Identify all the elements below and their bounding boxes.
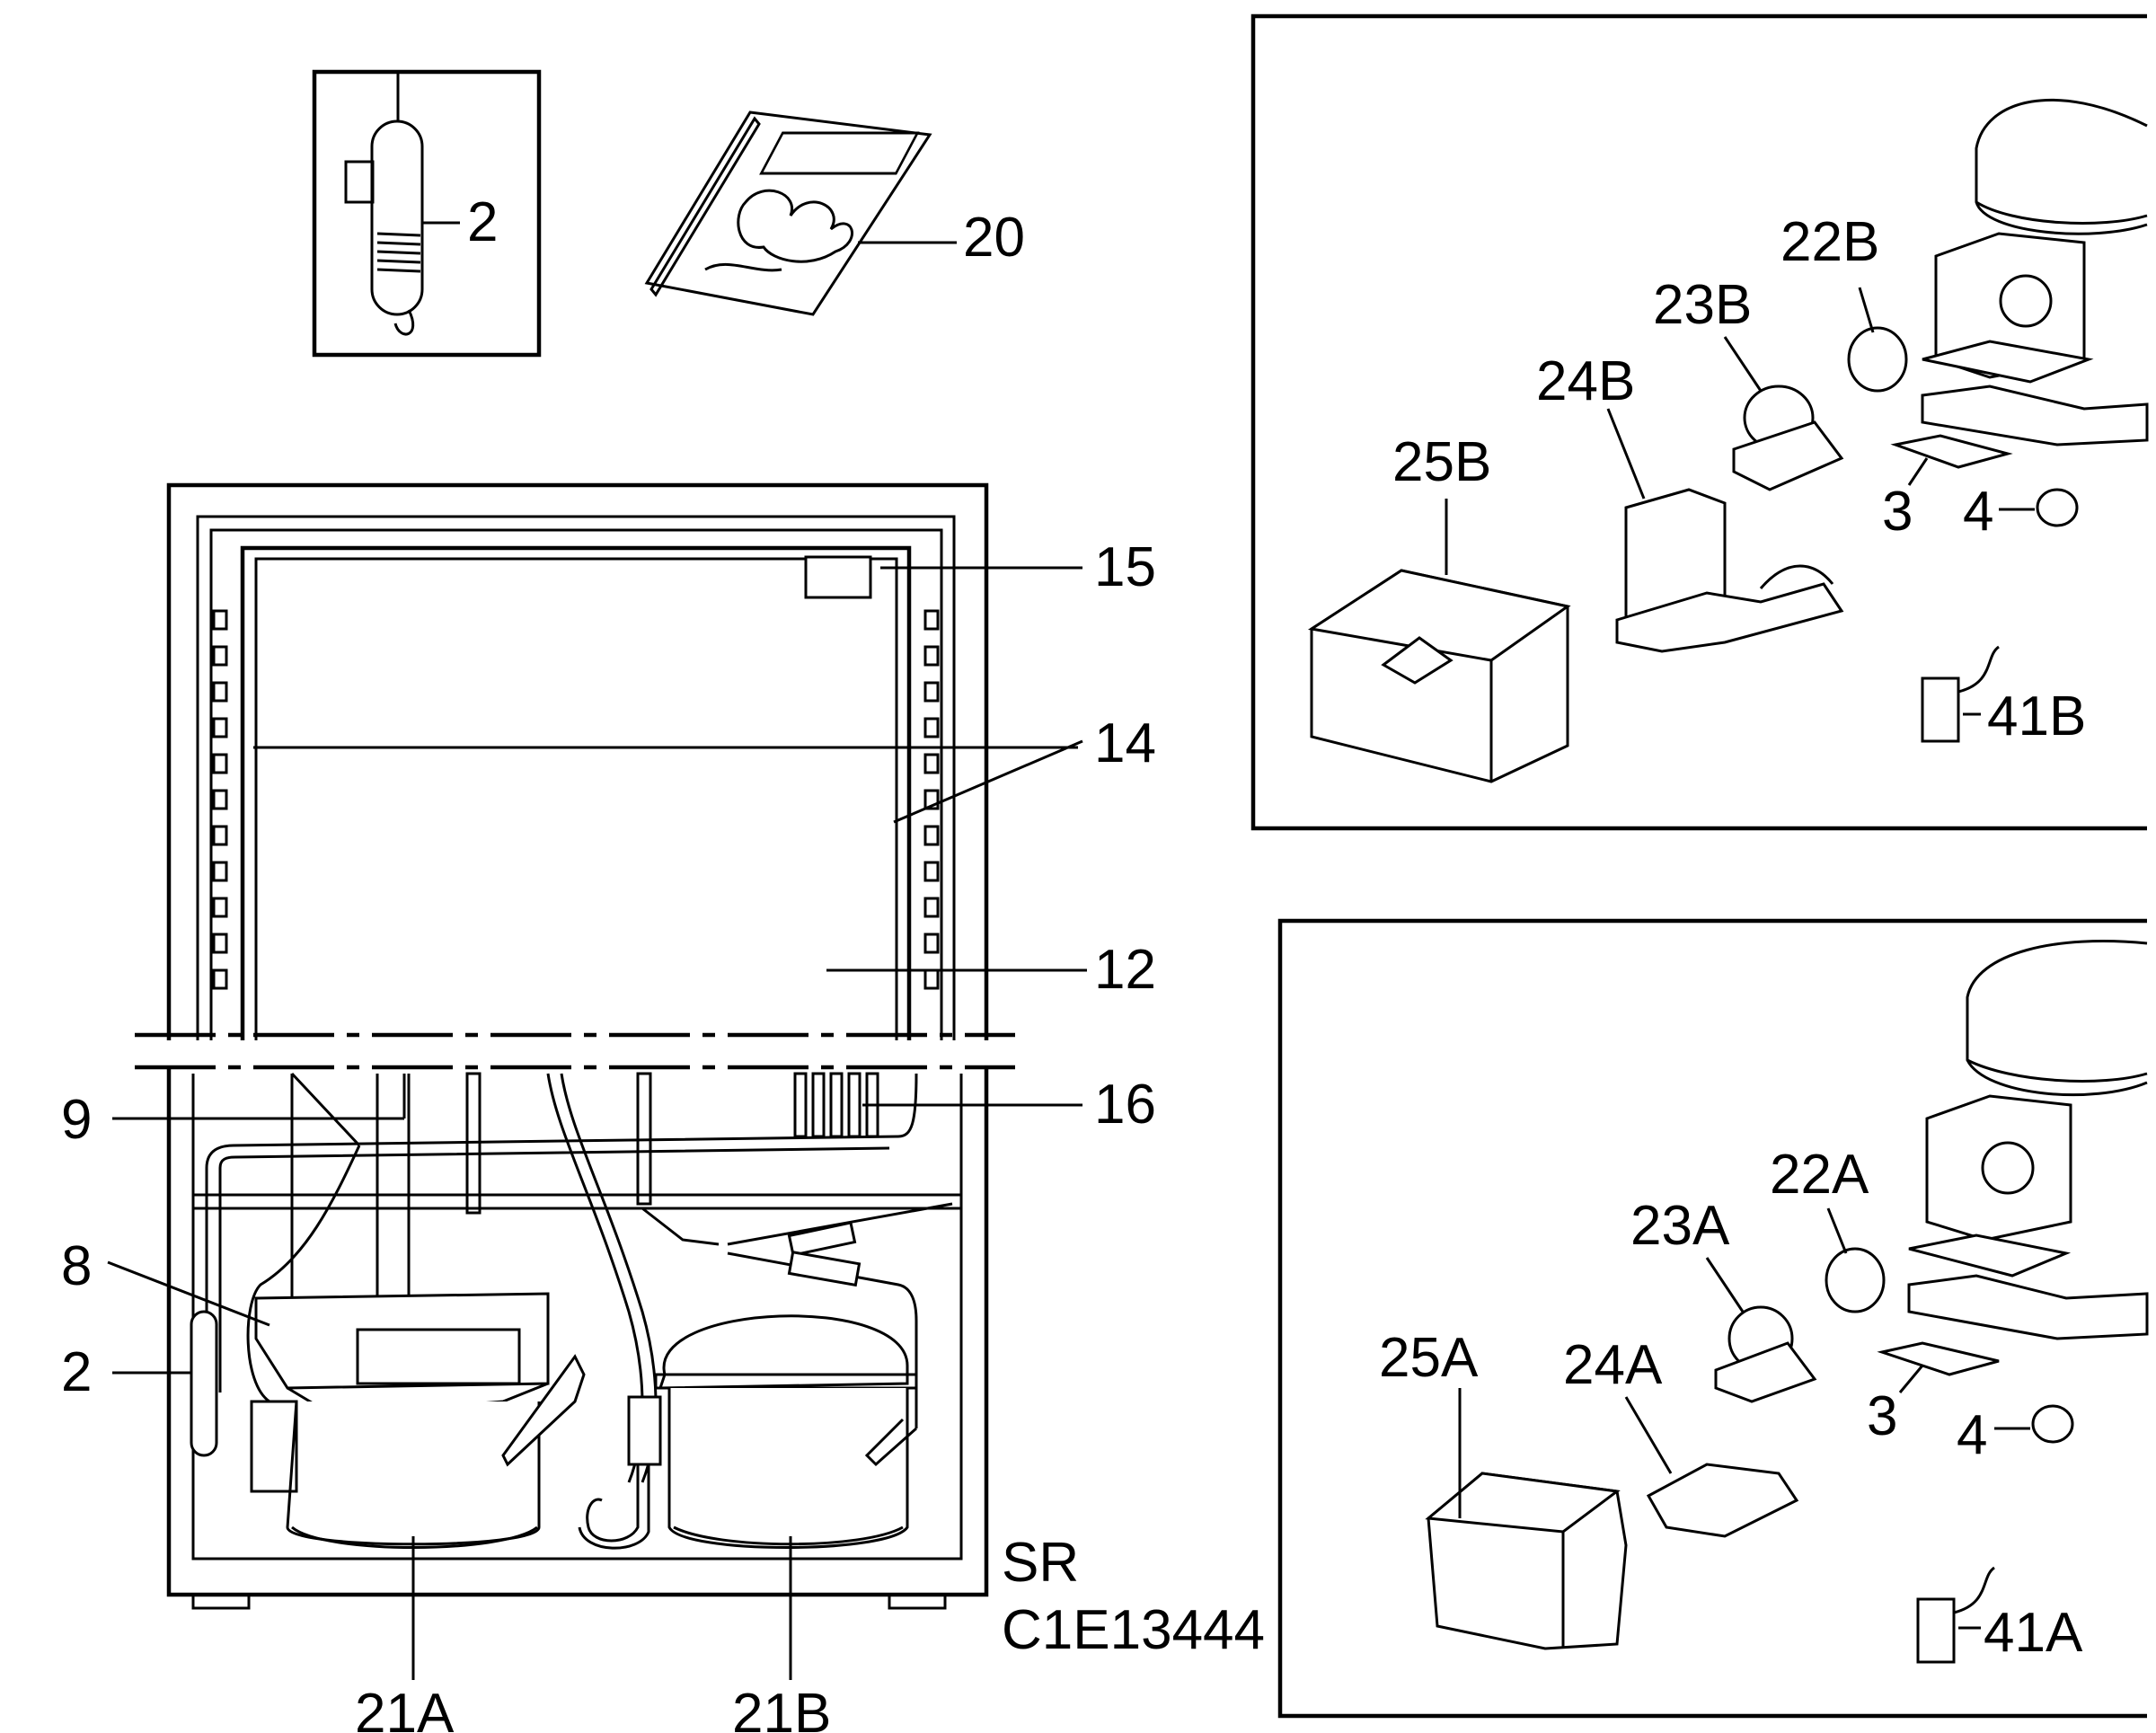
label-41A: 41A: [1984, 1602, 2083, 1664]
label-3-bot: 3: [1867, 1385, 1897, 1447]
capacitor-41A: [1916, 1597, 1956, 1664]
label-8-box: 8: [61, 1235, 92, 1297]
inset-a-parts: [1277, 918, 2149, 1719]
cover-25A: [1425, 1472, 1628, 1650]
label-9-pipe: 9: [61, 1089, 92, 1151]
cabinet-front-view: [135, 482, 1015, 1610]
left-rail-slots: [212, 609, 228, 990]
label-25A: 25A: [1379, 1327, 1479, 1389]
label-15-light: 15: [1094, 536, 1156, 598]
label-25B: 25B: [1392, 431, 1491, 493]
label-2-sensor: 2: [467, 191, 498, 253]
label-23A: 23A: [1630, 1195, 1730, 1257]
electrical-box: [254, 1292, 550, 1417]
label-24A: 24A: [1563, 1334, 1663, 1396]
label-14-rail: 14: [1094, 712, 1156, 774]
light-box: [804, 555, 872, 599]
label-21A-compressor: 21A: [355, 1683, 455, 1733]
part-4-grommet-a: [2031, 1404, 2074, 1444]
label-20-manual: 20: [963, 207, 1025, 269]
label-22B: 22B: [1780, 211, 1879, 273]
label-3-top: 3: [1882, 481, 1913, 543]
overload-22B: [1847, 326, 1908, 393]
overload-22A: [1825, 1247, 1886, 1313]
part-3-plate-a: [1877, 1341, 2000, 1376]
label-41B: 41B: [1987, 685, 2086, 747]
right-rail-slots: [923, 609, 940, 990]
label-2-side-sensor: 2: [61, 1341, 92, 1403]
label-sr: SR: [1002, 1532, 1079, 1594]
compressor-21A: [250, 1354, 586, 1549]
bracket-24A: [1646, 1463, 1799, 1538]
label-12-cabinet: 12: [1094, 939, 1156, 1001]
label-24B: 24B: [1536, 350, 1635, 412]
label-22A: 22A: [1770, 1144, 1869, 1206]
label-23B: 23B: [1653, 274, 1752, 336]
compressor-21B: [654, 1314, 918, 1549]
manual-booklet: [644, 111, 957, 316]
sensor-part-inset: [312, 69, 542, 358]
side-sensor: [190, 1310, 218, 1457]
bracket-24B: [1615, 488, 1844, 653]
cover-25B: [1307, 569, 1571, 783]
label-4-bot: 4: [1957, 1404, 1987, 1466]
capacitor-41B: [1921, 676, 1960, 743]
part-3-plate: [1890, 434, 2013, 469]
label-21B-compressor: 21B: [732, 1683, 831, 1733]
inset-b-parts: [1250, 13, 2149, 831]
label-16-evaporator: 16: [1094, 1074, 1156, 1136]
diagram-code: C1E13444: [1002, 1599, 1265, 1661]
label-4-top: 4: [1963, 481, 1993, 543]
part-4-grommet: [2036, 488, 2079, 527]
